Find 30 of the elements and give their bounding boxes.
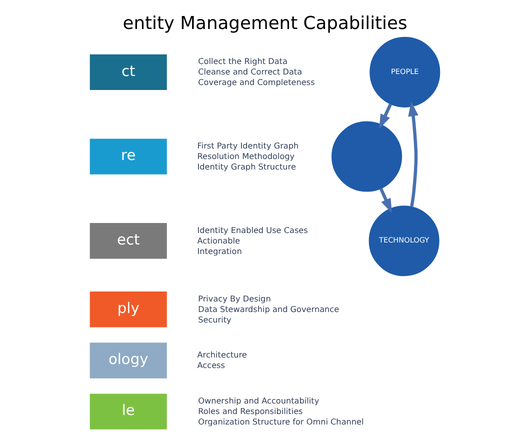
node-label: First Party Identity Graph xyxy=(197,140,299,150)
node-label: Ownership and Accountability xyxy=(198,395,320,406)
node-label: Resolution Methodology xyxy=(197,150,295,161)
node-box: re xyxy=(90,138,167,174)
arrow xyxy=(379,188,392,214)
arrow xyxy=(379,103,392,129)
diagram-title: entity Management Capabilities xyxy=(122,12,408,34)
node-label: Organization Structure for Omni Channel xyxy=(198,416,364,427)
node-label: Security xyxy=(198,314,232,324)
node-label: Actionable xyxy=(197,235,240,246)
node-circle xyxy=(332,121,402,192)
node-label: Access xyxy=(197,360,226,370)
node-label: Data Stewardship and Governance xyxy=(198,304,340,314)
node-label: Privacy By Design xyxy=(198,293,271,304)
node-circle: PEOPLE xyxy=(370,36,440,108)
node-label: Identity Enabled Use Cases xyxy=(197,224,308,235)
node-label: Roles and Responsibilities xyxy=(198,406,303,416)
node-box: ect xyxy=(90,223,167,259)
node-label: Architecture xyxy=(197,349,247,360)
node-label: Identity Graph Structure xyxy=(197,162,296,172)
arrow xyxy=(408,102,418,207)
node-label: Cleanse and Correct Data xyxy=(198,66,302,77)
node-box: ct xyxy=(90,54,167,90)
node-box: ply xyxy=(90,292,167,328)
node-label: Integration xyxy=(197,246,242,256)
node-circle: TECHNOLOGY xyxy=(368,206,440,276)
node-label: Coverage and Completeness xyxy=(198,77,315,88)
node-box: le xyxy=(90,394,167,430)
node-label: Collect the Right Data xyxy=(198,56,288,66)
node-box: ology xyxy=(90,342,167,378)
